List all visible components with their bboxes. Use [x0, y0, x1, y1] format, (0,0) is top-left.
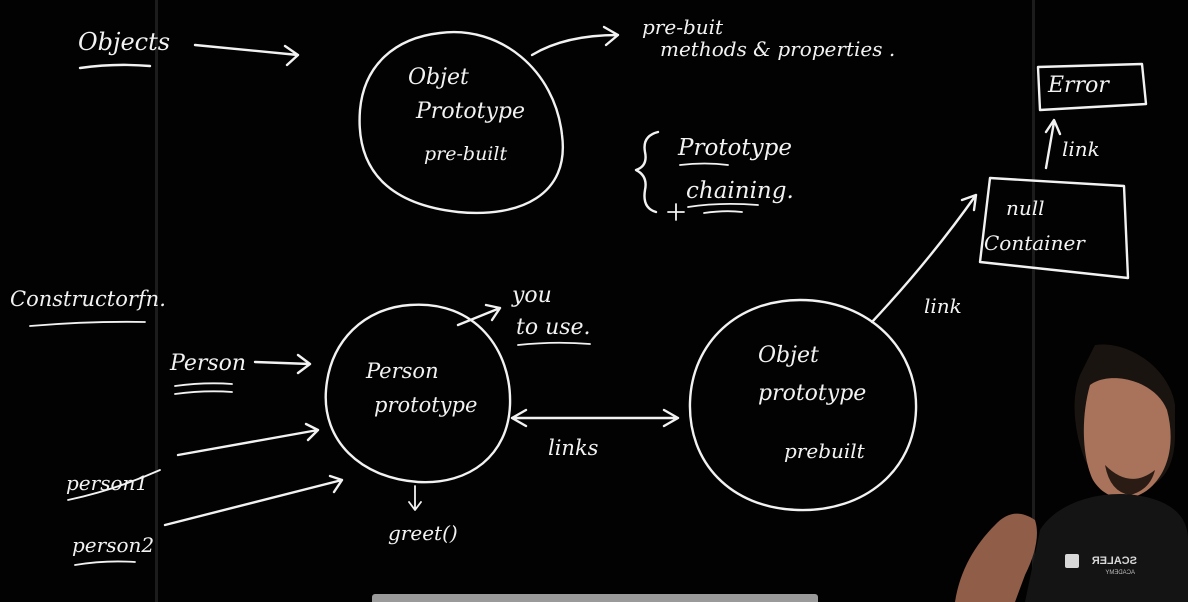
arrow-greet [408, 485, 422, 511]
person2-label: person2 [72, 533, 154, 557]
presenter-shirt [1025, 494, 1188, 602]
panel-divider-left [155, 0, 158, 602]
constructor-label: Constructorfn. [10, 287, 166, 311]
person-proto-line2: prototype [374, 393, 477, 417]
objects-label: Objects [78, 28, 170, 56]
prebuilt-note-line2: methods & properties . [660, 37, 895, 61]
constructor-underline [29, 320, 146, 327]
person-proto-line1: Person [365, 359, 439, 383]
scaler-logo-text: SCALER [1092, 555, 1137, 567]
arrow-prebuilt [530, 25, 620, 57]
object-prototype-bottom-circle [688, 298, 918, 512]
link-mid-label: link [924, 294, 962, 318]
error-label: Error [1047, 73, 1110, 98]
person1-label: person1 [66, 471, 148, 495]
arrow-person [253, 353, 312, 375]
arrow-to-null [870, 193, 978, 324]
prototype-underline [679, 162, 729, 166]
plus-mark [667, 203, 685, 221]
objects-underline [78, 63, 152, 70]
person-label: Person [169, 351, 246, 376]
arrow-person2 [163, 474, 344, 527]
links-arrow [510, 408, 680, 428]
error-box [1036, 62, 1148, 112]
presenter-beard [1105, 465, 1155, 495]
chaining-note-line2: chaining. [686, 178, 794, 204]
person-prototype-circle [324, 303, 512, 484]
panel-divider-right [1032, 0, 1035, 602]
greet-label: greet() [388, 521, 458, 545]
arrow-up-error [1044, 118, 1062, 170]
arrow-you-to-use [456, 303, 502, 327]
obj-proto-bottom-line1: Objet [758, 343, 819, 368]
obj-proto-top-line1: Objet [408, 65, 469, 90]
presenter-webcam: SCALER ACADEMY [955, 344, 1188, 602]
null-box-line2: Container [984, 231, 1086, 255]
you-to-use-line2: to use. [516, 315, 591, 340]
obj-proto-bottom-line2: prototype [758, 381, 866, 406]
horizontal-scrollbar[interactable] [372, 594, 818, 602]
arrow-objects [193, 43, 300, 67]
person1-underline [67, 469, 161, 501]
person-underline [174, 382, 233, 395]
you-to-use-line1: you [511, 283, 552, 308]
null-box-line1: null [1006, 196, 1045, 220]
chaining-note-line1: Prototype [677, 135, 792, 161]
presenter-face [1083, 378, 1171, 499]
chaining-underline [687, 202, 759, 214]
chaining-brace [634, 130, 660, 214]
obj-proto-bottom-line3: prebuilt [784, 439, 866, 463]
person2-underline [74, 560, 136, 566]
scaler-logo-subtext: ACADEMY [1105, 570, 1135, 576]
null-container-box [978, 176, 1130, 280]
link-top-label: link [1062, 137, 1100, 161]
to-use-underline [517, 341, 591, 346]
prebuilt-note-line1: pre-buit [642, 15, 724, 39]
obj-proto-top-line3: pre-built [424, 143, 507, 165]
object-prototype-top-circle [358, 30, 565, 215]
arrow-person1 [176, 422, 320, 457]
links-label: links [548, 436, 599, 460]
scaler-logo-icon [1065, 554, 1079, 568]
presenter-hand [955, 513, 1037, 602]
obj-proto-top-line2: Prototype [415, 99, 525, 124]
